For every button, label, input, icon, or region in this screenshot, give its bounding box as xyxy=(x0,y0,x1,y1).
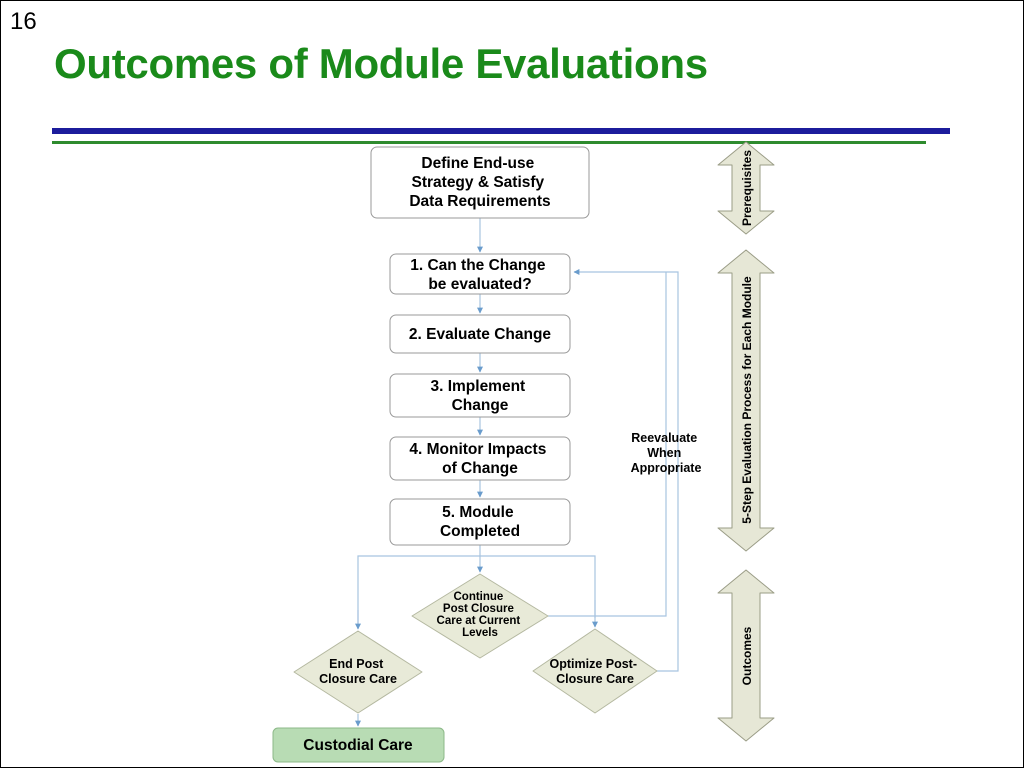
connector-continue-loop xyxy=(548,272,667,617)
node-end-line1: End Post xyxy=(329,657,384,671)
svg-text:Custodial Care: Custodial Care xyxy=(303,737,413,754)
svg-text:2. Evaluate Change: 2. Evaluate Change xyxy=(409,326,552,343)
loop-label-line1: Reevaluate xyxy=(631,431,697,445)
node-continue-line2: Post Closure xyxy=(443,603,514,615)
svg-text:Define End-use Strategy: Define End-use Strategy & Satisfy Data R… xyxy=(409,155,550,210)
node-step4-line1: 4. Monitor Impacts xyxy=(409,441,546,458)
loop-label-line3: Appropriate xyxy=(631,461,702,475)
connector-optimize-loop xyxy=(573,269,679,672)
node-optimize-line2: Closure Care xyxy=(556,672,634,686)
node-define-line2: Strategy & Satisfy xyxy=(412,174,545,191)
node-end-line2: Closure Care xyxy=(319,672,397,686)
node-optimize-diamond: Optimize Post- Closure Care xyxy=(532,628,658,714)
svg-text:3. Implement Change: 3. Implement Change xyxy=(430,378,529,414)
svg-text:4. Monitor Impacts of Ch: 4. Monitor Impacts of Change xyxy=(409,441,550,477)
svg-text:End Post Closure Care: End Post Closure Care xyxy=(319,657,397,686)
node-define-line1: Define End-use xyxy=(421,155,534,172)
node-step3: 3. Implement Change xyxy=(389,373,571,418)
side-arrow-prerequisites: Prerequisites xyxy=(717,141,775,235)
side-label-prerequisites: Prerequisites xyxy=(740,150,754,226)
node-step2: 2. Evaluate Change xyxy=(389,314,571,354)
node-continue-line3: Care at Current xyxy=(437,615,521,627)
svg-text:5. Module Completed: 5. Module Completed xyxy=(440,504,520,540)
svg-text:Continue Post Closure: Continue Post Closure Care at Current Le… xyxy=(437,591,524,639)
side-label-process: 5-Step Evaluation Process for Each Modul… xyxy=(740,276,754,524)
slide-title: Outcomes of Module Evaluations xyxy=(54,40,708,87)
node-continue-line4: Levels xyxy=(462,627,498,639)
node-step4: 4. Monitor Impacts of Change xyxy=(389,436,571,481)
title-rule-green xyxy=(52,141,926,144)
node-step1-line1: 1. Can the Change xyxy=(410,257,546,274)
node-step3-line2: Change xyxy=(452,397,509,414)
node-end-diamond: End Post Closure Care xyxy=(293,630,423,714)
side-label-outcomes: Outcomes xyxy=(740,626,754,685)
slide-number: 16 xyxy=(10,8,37,35)
side-arrow-outcomes: Outcomes xyxy=(717,569,775,742)
title-rule-blue xyxy=(52,128,950,134)
svg-text:1. Can the Change be eva: 1. Can the Change be evaluated? xyxy=(410,257,550,293)
side-arrow-process: 5-Step Evaluation Process for Each Modul… xyxy=(717,249,775,552)
loop-label-line2: When xyxy=(647,446,681,460)
node-step5: 5. Module Completed xyxy=(389,498,571,546)
node-continue-diamond: Continue Post Closure Care at Current Le… xyxy=(411,573,549,659)
node-define: Define End-use Strategy & Satisfy Data R… xyxy=(370,146,590,219)
node-define-line3: Data Requirements xyxy=(409,193,550,210)
node-continue-line1: Continue xyxy=(453,591,503,603)
loop-label: Reevaluate When Appropriate xyxy=(631,431,702,475)
node-custodial-label: Custodial Care xyxy=(303,737,413,754)
node-step3-line1: 3. Implement xyxy=(430,378,525,395)
node-step4-line2: of Change xyxy=(442,460,518,477)
connector-step5-branch xyxy=(357,555,596,628)
node-step1: 1. Can the Change be evaluated? xyxy=(389,253,571,295)
connectors xyxy=(355,218,679,727)
svg-text:Optimize Post- Closure C: Optimize Post- Closure Care xyxy=(550,657,641,686)
node-optimize-line1: Optimize Post- xyxy=(550,657,638,671)
node-step5-line2: Completed xyxy=(440,523,520,540)
node-step1-line2: be evaluated? xyxy=(428,276,531,293)
node-step5-line1: 5. Module xyxy=(442,504,514,521)
node-step2-line1: 2. Evaluate Change xyxy=(409,326,552,343)
node-custodial: Custodial Care xyxy=(272,727,445,763)
